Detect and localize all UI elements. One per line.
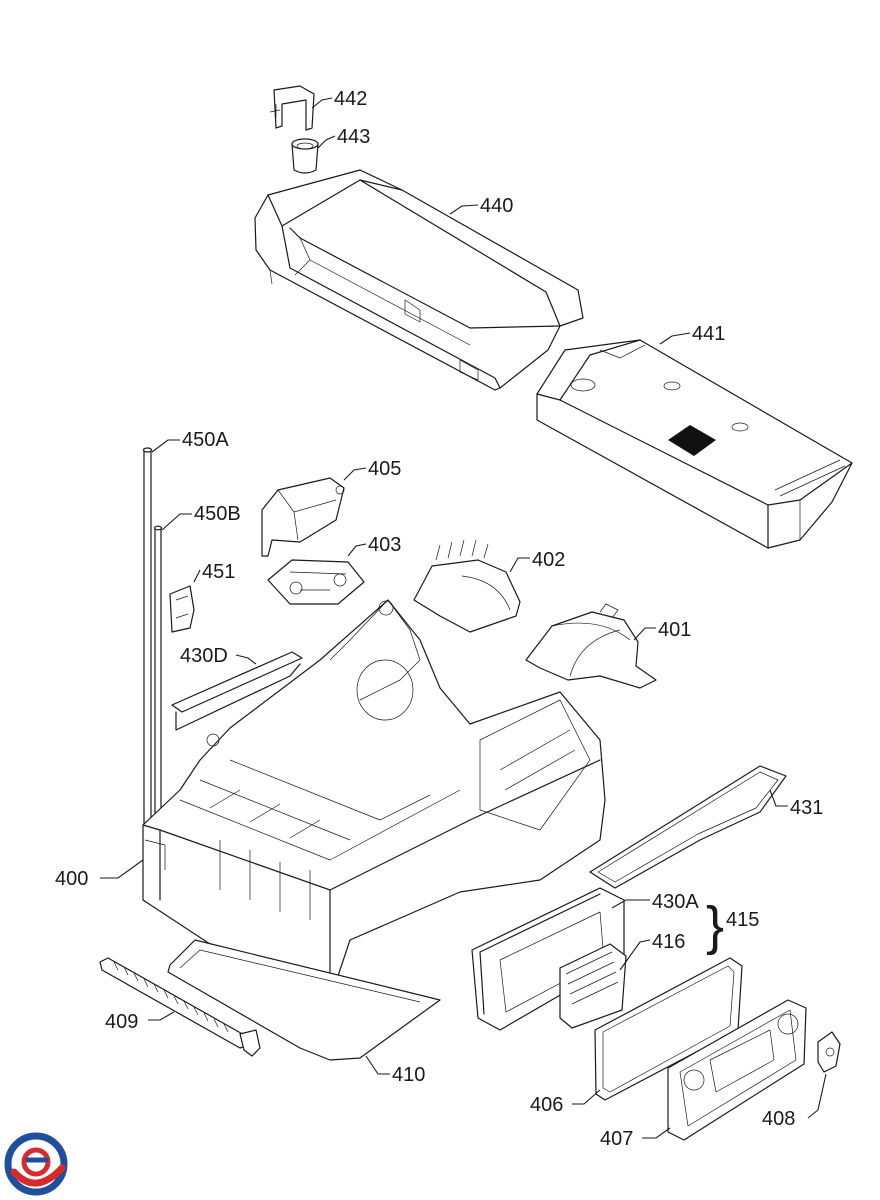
label-400: 400	[55, 868, 88, 890]
label-451: 451	[202, 561, 235, 583]
part-450a-rod	[142, 447, 153, 871]
part-400-base-assembly	[142, 599, 606, 1001]
label-440: 440	[480, 195, 513, 217]
label-416: 416	[652, 931, 685, 953]
part-403-holder	[267, 559, 365, 605]
label-402: 402	[532, 549, 565, 571]
label-405: 405	[368, 458, 401, 480]
label-441: 441	[692, 323, 725, 345]
label-406: 406	[530, 1094, 563, 1116]
label-401: 401	[658, 619, 691, 641]
part-443-cup	[291, 138, 319, 174]
part-442-bracket	[269, 85, 315, 131]
label-403: 403	[368, 534, 401, 556]
label-431: 431	[790, 797, 823, 819]
label-408: 408	[762, 1108, 795, 1130]
part-431-gasket	[589, 765, 787, 889]
part-407-door-panel	[667, 999, 807, 1141]
label-415: 415	[726, 909, 759, 931]
label-450a: 450A	[182, 429, 229, 451]
label-409: 409	[105, 1011, 138, 1033]
label-407: 407	[600, 1128, 633, 1150]
label-410: 410	[392, 1064, 425, 1086]
callout-labels: 442 443 440 441 450A 450B 405 403 402 45…	[55, 88, 823, 1150]
leader-lines	[100, 97, 827, 1139]
part-409-hose	[99, 957, 261, 1057]
part-451-clip	[169, 585, 195, 633]
label-443: 443	[337, 126, 370, 148]
bracket-415: }	[706, 896, 724, 956]
part-416-insert	[559, 943, 627, 1029]
part-410-base-plate	[167, 939, 441, 1061]
brand-logo	[4, 1132, 68, 1196]
label-430a: 430A	[652, 891, 699, 913]
part-408-latch	[817, 1031, 841, 1073]
part-405-bracket	[261, 477, 345, 557]
label-430d: 430D	[180, 645, 228, 667]
part-441-reservoir	[536, 339, 853, 549]
part-430d-seal	[171, 651, 303, 731]
label-450b: 450B	[194, 503, 241, 525]
part-401-fan-cover	[525, 603, 657, 689]
part-440-tank-cover	[254, 169, 584, 391]
label-442: 442	[334, 88, 367, 110]
part-402-vent	[413, 539, 521, 633]
